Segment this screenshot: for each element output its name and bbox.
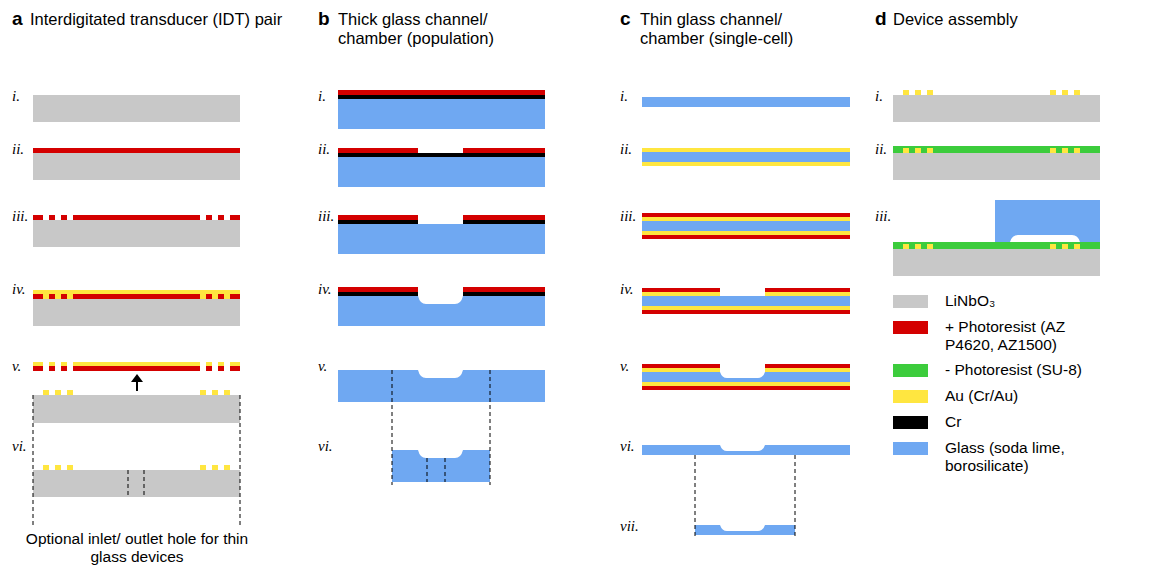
legend-item: + Photoresist (AZ P4620, AZ1500) (893, 318, 1110, 354)
panel-letter: a (12, 8, 23, 30)
legend-text: Glass (soda lime, borosilicate) (945, 439, 1110, 475)
step-numeral: v. (318, 358, 327, 375)
step-numeral: vi. (12, 438, 27, 455)
panel-title: Device assembly (893, 10, 1113, 29)
legend-swatch (893, 321, 928, 334)
step-numeral: iii. (875, 208, 891, 225)
legend-text: - Photoresist (SU-8) (945, 361, 1110, 379)
legend-text: Au (Cr/Au) (945, 387, 1110, 405)
step-numeral: v. (620, 358, 629, 375)
step-numeral: i. (12, 88, 20, 105)
step-numeral: vi. (620, 438, 635, 455)
legend-item: Au (Cr/Au) (893, 387, 1110, 405)
legend-text: + Photoresist (AZ P4620, AZ1500) (945, 318, 1110, 354)
legend-swatch (893, 390, 928, 403)
legend-text: Cr (945, 413, 1110, 431)
step-numeral: iii. (318, 208, 334, 225)
legend-swatch (893, 364, 928, 377)
step-numeral: i. (318, 88, 326, 105)
step-numeral: ii. (12, 141, 24, 158)
panel-letter: b (318, 8, 330, 30)
panel-letter: c (620, 8, 631, 30)
step-numeral: vi. (318, 438, 333, 455)
step-numeral: ii. (620, 141, 632, 158)
step-numeral: iii. (12, 208, 28, 225)
note-text: Optional inlet/ outlet hole for thin gla… (22, 530, 252, 566)
assembly-steps (893, 90, 1100, 276)
step-numeral: vii. (620, 518, 639, 535)
legend-swatch (893, 442, 928, 455)
step-numeral: iv. (12, 281, 25, 298)
panel-letter: d (875, 8, 887, 30)
step-numeral: ii. (318, 141, 330, 158)
step-numeral: i. (620, 88, 628, 105)
legend-item: LiNbO₃ (893, 292, 1110, 310)
step-numeral: iv. (620, 281, 633, 298)
legend-item: Cr (893, 413, 1110, 431)
legend-item: Glass (soda lime, borosilicate) (893, 439, 1110, 475)
step-numeral: v. (12, 358, 21, 375)
legend-text: LiNbO₃ (945, 292, 1110, 310)
panel-title: Interdigitated transducer (IDT) pair (30, 10, 330, 29)
legend-swatch (893, 295, 928, 308)
legend-swatch (893, 416, 928, 429)
step-numeral: ii. (875, 141, 887, 158)
step-numeral: i. (875, 88, 883, 105)
panel-title: Thin glass channel/ chamber (single-cell… (640, 10, 830, 48)
step-numeral: iv. (318, 281, 331, 298)
thick-glass-steps (338, 90, 545, 485)
panel-title: Thick glass channel/ chamber (population… (338, 10, 538, 48)
step-numeral: iii. (620, 208, 636, 225)
legend-item: - Photoresist (SU-8) (893, 361, 1110, 379)
idt-steps (33, 95, 240, 528)
thin-glass-steps (642, 97, 850, 538)
